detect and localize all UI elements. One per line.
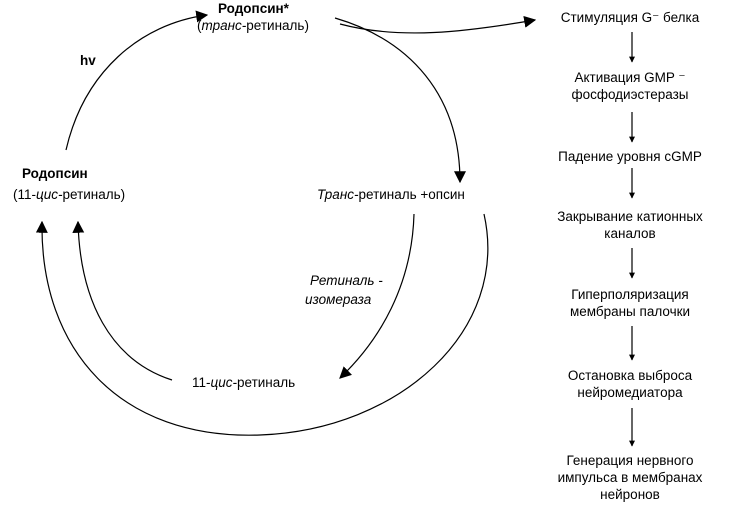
arrow-isomerase <box>339 213 415 379</box>
trans-retinal-paren-label: (транс-ретиналь) <box>197 17 309 34</box>
cis-rest: ретиналь) <box>62 187 126 202</box>
cascade-step-2-line-1: Активация GMP ⁻ <box>574 70 686 85</box>
rhodopsin-label: Родопсин <box>22 166 88 181</box>
trans-retinal-opsin-label: Транс-ретиналь +опсин <box>317 186 465 203</box>
cascade-step-5-line-1: Гиперполяризация <box>571 287 689 302</box>
trans-italic-2: Транс- <box>317 187 359 202</box>
arrow-cis-to-rhodopsin <box>72 220 173 381</box>
trans-retinal-rest: ретиналь) <box>246 18 309 33</box>
arrow-opsin-return <box>35 213 489 436</box>
arrow-hv <box>65 10 209 151</box>
paren-open: ( <box>197 18 202 33</box>
cascade-step-channels: Закрывание катионных каналов <box>557 208 703 242</box>
cascade-step-7-line-2: импульса в мембранах <box>557 470 703 485</box>
cascade-step-1-line-1: Стимуляция G⁻ белка <box>560 10 700 25</box>
cascade-step-g-protein: Стимуляция G⁻ белка <box>561 9 700 26</box>
cis-italic: цис- <box>36 187 63 202</box>
cascade-step-6-line-2: нейромедиатора <box>577 385 683 400</box>
cascade-step-4-line-1: Закрывание катионных <box>557 209 703 224</box>
cascade-step-impulse: Генерация нервного импульса в мембранах … <box>558 452 703 503</box>
cis-retinal-italic: цис- <box>210 375 237 390</box>
cascade-step-7-line-3: нейронов <box>600 487 660 502</box>
trans-opsin-rest: ретиналь +опсин <box>358 187 465 202</box>
cascade-step-6-line-1: Остановка выброса <box>567 368 693 383</box>
cascade-step-3-line-1: Падение уровня cGMP <box>558 149 702 164</box>
rhodopsin-star-label: Родопсин* <box>218 1 289 16</box>
arrow-decay <box>334 17 466 184</box>
hv-label: hv <box>80 53 96 68</box>
cascade-step-neurotransmitter: Остановка выброса нейромедиатора <box>568 367 692 401</box>
cascade-step-hyperpolarization: Гиперполяризация мембраны палочки <box>570 286 690 320</box>
cis-pre: (11- <box>13 187 37 202</box>
isomerase-line1: Ретиналь - <box>310 273 383 288</box>
cascade-step-5-line-2: мембраны палочки <box>569 304 691 319</box>
isomerase-line2: изомераза <box>305 292 372 307</box>
cis-retinal-pre: 11- <box>192 375 211 390</box>
cascade-step-4-line-2: каналов <box>604 226 656 241</box>
cascade-step-cgmp: Падение уровня cGMP <box>558 148 702 165</box>
arrow-to-cascade <box>339 15 537 34</box>
trans-italic: транс- <box>201 18 247 33</box>
cascade-step-7-line-1: Генерация нервного <box>566 453 694 468</box>
cascade-step-2-line-2: фосфодиэстеразы <box>571 87 689 102</box>
cis-retinal-rest: ретиналь <box>237 375 296 390</box>
cis-retinal-label: 11-цис-ретиналь <box>192 374 295 391</box>
rhodopsin-cis-label: (11-цис-ретиналь) <box>13 186 125 203</box>
cascade-step-pde: Активация GMP ⁻ фосфодиэстеразы <box>571 69 688 103</box>
